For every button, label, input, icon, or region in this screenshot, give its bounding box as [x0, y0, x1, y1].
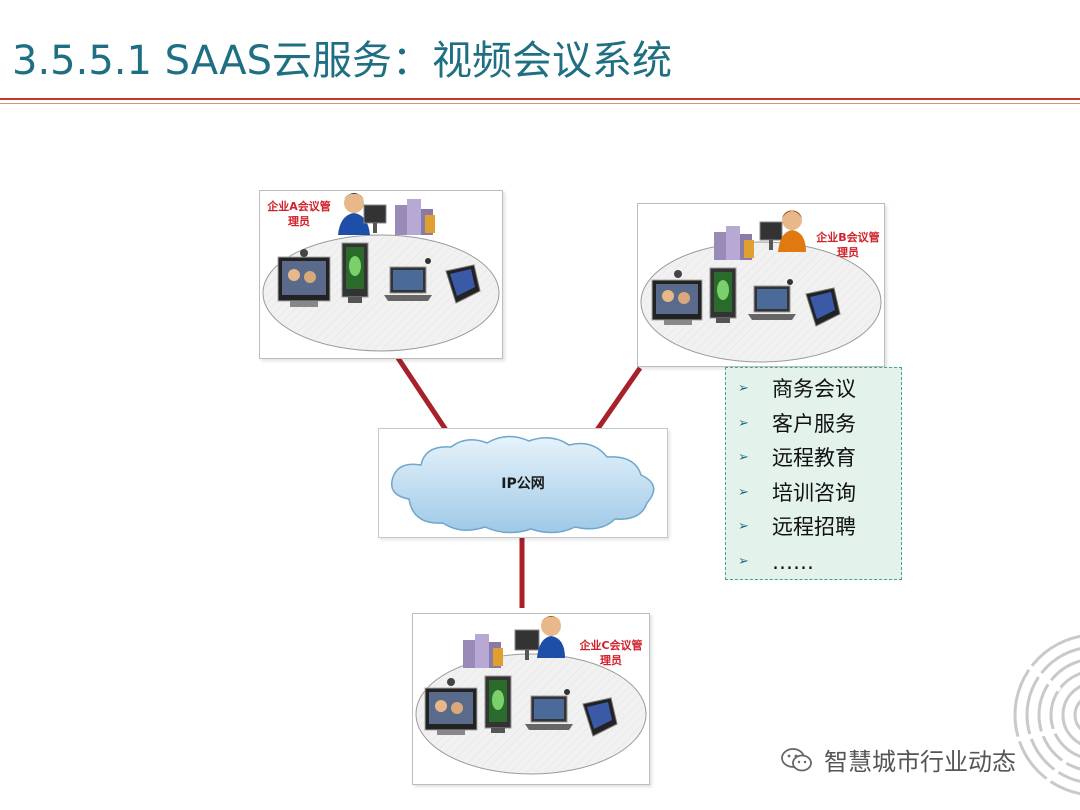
laptop-icon: [748, 279, 796, 320]
video-terminal-icon: [424, 678, 478, 735]
enterprise-b-label: 企业B会议管 理员: [816, 231, 880, 259]
title-divider: [0, 98, 1080, 100]
building-icon: [395, 199, 435, 235]
list-item: ➢商务会议: [726, 372, 901, 407]
decorative-swirl: [1013, 634, 1080, 796]
enterprise-c-label: 企业C会议管 理员: [579, 639, 643, 667]
list-item: ➢远程教育: [726, 441, 901, 476]
enterprise-b-scene: [640, 210, 882, 363]
list-item: ➢……: [726, 545, 901, 580]
arrow-bullet-icon: ➢: [738, 484, 749, 500]
admin-person-icon: [514, 616, 565, 660]
wechat-icon: [781, 747, 812, 771]
enterprise-b-panel: 企业B会议管 理员: [637, 203, 885, 367]
desktop-monitor-icon: [341, 242, 369, 303]
enterprise-c-panel: 企业C会议管 理员: [412, 613, 650, 785]
building-icon: [463, 634, 503, 668]
services-list: ➢商务会议 ➢客户服务 ➢远程教育 ➢培训咨询 ➢远程招聘 ➢……: [726, 368, 901, 579]
ip-network-label: IP公网: [501, 476, 545, 492]
arrow-bullet-icon: ➢: [738, 450, 749, 465]
video-terminal-icon: [651, 270, 703, 325]
arrow-bullet-icon: ➢: [738, 415, 749, 431]
desktop-monitor-icon: [709, 267, 737, 323]
arrow-bullet-icon: ➢: [738, 519, 749, 534]
list-item: ➢培训咨询: [726, 476, 901, 511]
list-item: ➢客户服务: [726, 407, 901, 442]
list-item: ➢远程招聘: [726, 510, 901, 545]
video-terminal-icon: [277, 249, 331, 307]
admin-person-icon: [338, 193, 387, 235]
enterprise-c-scene: [415, 616, 647, 775]
video-phone-icon: [582, 697, 618, 737]
services-list-box: ➢商务会议 ➢客户服务 ➢远程教育 ➢培训咨询 ➢远程招聘 ➢……: [725, 367, 902, 580]
desktop-monitor-icon: [484, 675, 512, 733]
admin-person-icon: [759, 210, 806, 252]
video-phone-icon: [445, 264, 481, 304]
building-icon: [714, 226, 754, 260]
laptop-icon: [384, 258, 432, 301]
title-divider-thin: [0, 103, 1080, 104]
ip-network-panel: IP公网: [378, 428, 668, 538]
arrow-bullet-icon: ➢: [738, 381, 749, 396]
page-title: 3.5.5.1 SAAS云服务：视频会议系统: [12, 38, 673, 84]
enterprise-a-panel: 企业A会议管 理员: [259, 190, 503, 359]
link-a-to-cloud: [395, 356, 453, 438]
watermark: 智慧城市行业动态: [780, 742, 1016, 777]
cloud-icon: [391, 435, 655, 534]
enterprise-a-scene: [262, 193, 500, 352]
enterprise-a-label: 企业A会议管 理员: [267, 200, 331, 228]
laptop-icon: [525, 689, 573, 730]
video-phone-icon: [805, 287, 841, 327]
arrow-bullet-icon: ➢: [738, 553, 749, 569]
watermark-text: 智慧城市行业动态: [824, 748, 1016, 776]
